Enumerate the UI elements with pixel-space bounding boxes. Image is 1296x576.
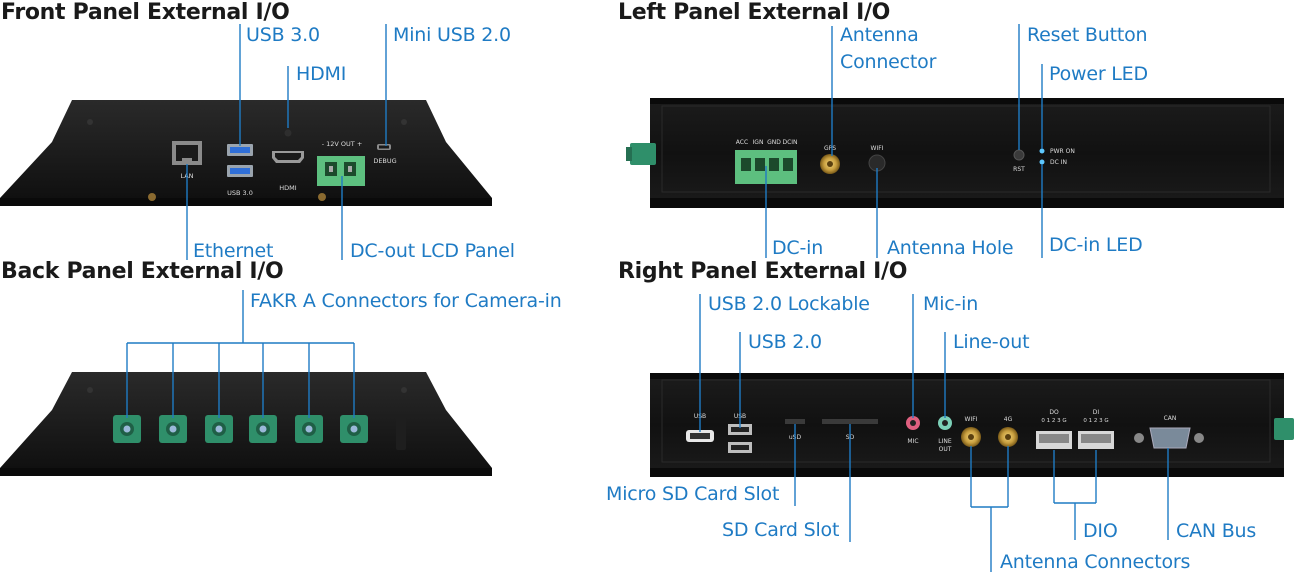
fakra-connector-4: [249, 415, 277, 443]
label-4g: 4G: [1004, 416, 1013, 423]
dc-out-terminal: [317, 156, 365, 186]
dc-in-led-graphic: [1039, 159, 1045, 165]
micro-sd-slot: [785, 419, 805, 424]
callout-micro-sd: Micro SD Card Slot: [606, 483, 780, 505]
can-connector: [1134, 427, 1204, 449]
usb30-ports: [227, 144, 253, 177]
label-line: LINE: [938, 438, 952, 445]
usb20-lockable-port: [686, 430, 714, 442]
mic-jack: [906, 416, 920, 430]
di-terminal: [1078, 431, 1114, 449]
label-di-pins: 0 1 2 3 G: [1083, 418, 1108, 424]
label-pwr-on: PWR ON: [1050, 148, 1075, 155]
4g-antenna-connector: [998, 427, 1018, 447]
callout-antenna-connectors: Antenna Connectors: [1000, 551, 1191, 573]
callout-line-out: Line-out: [953, 331, 1030, 353]
callout-antenna-hole: Antenna Hole: [887, 237, 1014, 259]
right-panel-title: Right Panel External I/O: [618, 259, 908, 284]
callout-can-bus: CAN Bus: [1176, 520, 1257, 542]
callout-ethernet: Ethernet: [193, 240, 274, 262]
label-do: DO: [1049, 409, 1059, 416]
label-acc: ACC: [736, 139, 748, 146]
label-ign: IGN: [753, 139, 764, 146]
side-fakra-right: [1274, 418, 1294, 440]
label-usb30: USB 3.0: [227, 189, 253, 197]
leader-lines: [126, 24, 1169, 572]
callout-dio: DIO: [1083, 520, 1118, 542]
lan-port: [172, 141, 202, 165]
callout-usb20: USB 2.0: [748, 331, 822, 353]
label-do-pins: 0 1 2 3 G: [1041, 418, 1066, 424]
line-out-jack: [938, 416, 952, 430]
label-wifi-right: WIFI: [965, 416, 978, 423]
fakra-connector-2: [159, 415, 187, 443]
front-panel: LAN USB 3.0 HDMI - 12V OUT + DEBUG: [0, 100, 492, 206]
callout-mini-usb: Mini USB 2.0: [393, 24, 511, 46]
mini-usb-port: [377, 144, 391, 150]
label-dcin: DCIN: [782, 139, 797, 146]
callout-hdmi: HDMI: [296, 63, 347, 85]
fakra-connector-3: [205, 415, 233, 443]
label-mic: MIC: [907, 438, 918, 445]
right-panel: USB USB uSD SD MIC LINE OUT WIFI 4G DO 0…: [650, 373, 1294, 477]
callout-power-led: Power LED: [1049, 63, 1148, 85]
label-wifi: WIFI: [871, 145, 884, 152]
hdmi-port: [272, 129, 304, 163]
callout-dc-out-lcd: DC-out LCD Panel: [350, 240, 515, 262]
callout-sd-card: SD Card Slot: [722, 519, 840, 541]
callout-usb30: USB 3.0: [246, 24, 320, 46]
callout-mic-in: Mic-in: [923, 293, 979, 315]
label-out: OUT: [939, 446, 952, 453]
label-di: DI: [1093, 409, 1100, 416]
callout-antenna-connector-line1: Antenna: [840, 24, 919, 46]
gps-antenna-connector: [820, 154, 840, 174]
callout-dc-in-led: DC-in LED: [1049, 234, 1143, 256]
power-led-graphic: [1039, 148, 1045, 154]
label-gnd: GND: [767, 139, 781, 146]
label-hdmi: HDMI: [279, 184, 297, 192]
sd-card-slot: [822, 419, 878, 424]
callout-dc-in: DC-in: [772, 237, 824, 259]
left-panel-title: Left Panel External I/O: [618, 0, 891, 25]
label-dc-in: DC IN: [1050, 159, 1067, 166]
label-gps: GPS: [824, 145, 836, 152]
label-debug: DEBUG: [373, 157, 396, 165]
callout-fakra: FAKR A Connectors for Camera-in: [250, 290, 562, 312]
wifi-antenna-connector: [961, 427, 981, 447]
callout-usb20-lockable: USB 2.0 Lockable: [708, 293, 870, 315]
back-panel: [0, 372, 492, 476]
front-panel-title: Front Panel External I/O: [1, 0, 290, 25]
usb20-ports: [728, 424, 752, 453]
callout-antenna-connector-line2: Connector: [840, 51, 937, 73]
fakra-connector-1: [113, 415, 141, 443]
label-rst: RST: [1013, 166, 1025, 173]
back-panel-title: Back Panel External I/O: [1, 259, 284, 284]
left-panel: ACC IGN GND DCIN GPS WIFI RST PWR ON DC …: [626, 98, 1284, 208]
do-terminal: [1036, 431, 1072, 449]
label-can: CAN: [1164, 415, 1177, 422]
reset-button-graphic: [1013, 149, 1025, 161]
label-12v-out: - 12V OUT +: [322, 140, 363, 148]
side-fakra-left: [626, 143, 656, 165]
callout-reset-button: Reset Button: [1027, 24, 1148, 46]
fakra-connector-5: [295, 415, 323, 443]
fakra-connector-6: [340, 415, 368, 443]
